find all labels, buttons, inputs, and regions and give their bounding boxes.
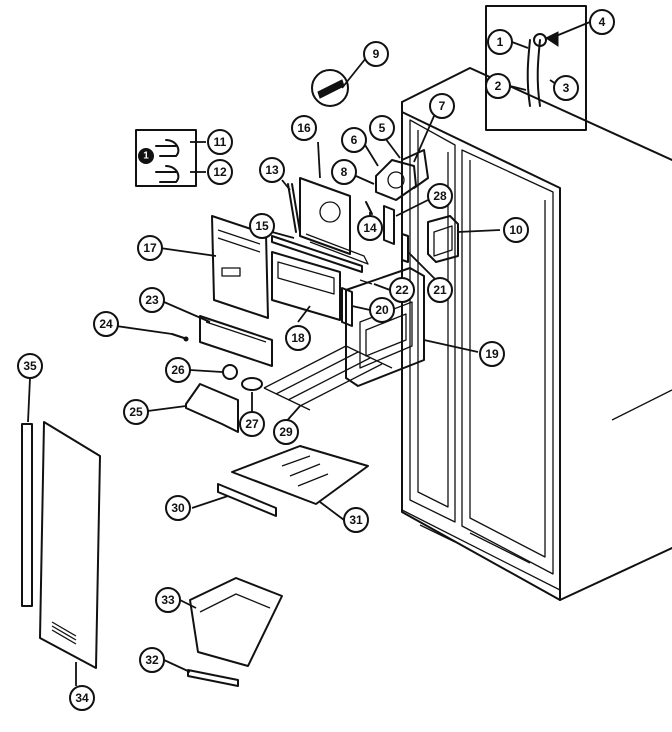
fan-shroud xyxy=(185,383,239,433)
callout-label-1: 1 xyxy=(497,35,504,49)
shelf-trim xyxy=(217,483,277,517)
clip-part xyxy=(365,201,373,215)
fan-motor xyxy=(222,364,263,391)
callout-29: 29 xyxy=(273,419,299,445)
callout-label-7: 7 xyxy=(439,99,446,113)
callout-label-13: 13 xyxy=(265,163,279,177)
callout-12: 12 xyxy=(207,159,233,185)
callout-label-23: 23 xyxy=(145,293,159,307)
motor-assembly xyxy=(375,149,429,201)
callout-label-10: 10 xyxy=(509,223,523,237)
callout-9: 9 xyxy=(363,41,389,67)
callout-label-3: 3 xyxy=(563,81,570,95)
callout-10: 10 xyxy=(503,217,529,243)
callout-2: 2 xyxy=(485,73,511,99)
callout-3: 3 xyxy=(553,75,579,101)
mounting-bracket xyxy=(299,177,369,265)
callout-6: 6 xyxy=(341,127,367,153)
callout-label-6: 6 xyxy=(351,133,358,147)
callout-label-33: 33 xyxy=(161,593,175,607)
callout-label-4: 4 xyxy=(599,15,606,29)
cover-panel xyxy=(211,215,269,319)
bracket-28 xyxy=(383,205,395,245)
callout-8: 8 xyxy=(331,159,357,185)
callout-label-12: 12 xyxy=(213,165,227,179)
callout-21: 21 xyxy=(427,277,453,303)
callout-34: 34 xyxy=(69,685,95,711)
refrigerator-cabinet xyxy=(401,67,672,601)
callout-14: 14 xyxy=(357,215,383,241)
callout-label-5: 5 xyxy=(379,121,386,135)
callout-17: 17 xyxy=(137,235,163,261)
callout-5: 5 xyxy=(369,115,395,141)
callout-22: 22 xyxy=(389,277,415,303)
inset-marker-label: 1 xyxy=(143,151,149,162)
callout-label-34: 34 xyxy=(75,691,89,705)
callout-label-21: 21 xyxy=(433,283,447,297)
callout-24: 24 xyxy=(93,311,119,337)
bin-strip xyxy=(187,669,239,687)
callout-13: 13 xyxy=(259,157,285,183)
callout-18: 18 xyxy=(285,325,311,351)
dispenser-box xyxy=(427,215,459,263)
bracket-plate xyxy=(199,315,273,367)
callout-32: 32 xyxy=(139,647,165,673)
callout-label-9: 9 xyxy=(373,47,380,61)
callout-label-15: 15 xyxy=(255,219,269,233)
callout-label-31: 31 xyxy=(349,513,363,527)
callout-28: 28 xyxy=(427,183,453,209)
callout-label-25: 25 xyxy=(129,405,143,419)
callout-label-18: 18 xyxy=(291,331,305,345)
callout-label-29: 29 xyxy=(279,425,293,439)
callouts: 1 2 3 4 5 6 7 8 9 10 11 12 13 14 15 16 1… xyxy=(17,9,615,711)
rod-part xyxy=(287,183,301,233)
trim-strip xyxy=(21,423,33,607)
back-cover-panel xyxy=(39,421,101,669)
callout-25: 25 xyxy=(123,399,149,425)
inset-marker: 1 xyxy=(138,148,154,164)
shelf-rails xyxy=(263,345,393,411)
callout-label-22: 22 xyxy=(395,283,409,297)
callout-15: 15 xyxy=(249,213,275,239)
callout-label-32: 32 xyxy=(145,653,159,667)
callout-label-28: 28 xyxy=(433,189,447,203)
callout-23: 23 xyxy=(139,287,165,313)
screw xyxy=(171,333,189,342)
callout-16: 16 xyxy=(291,115,317,141)
callout-label-2: 2 xyxy=(495,79,502,93)
strip-part xyxy=(271,235,363,273)
callout-31: 31 xyxy=(343,507,369,533)
callout-label-17: 17 xyxy=(143,241,157,255)
callout-30: 30 xyxy=(165,495,191,521)
callout-label-20: 20 xyxy=(375,303,389,317)
inset-valve-detail xyxy=(485,5,587,131)
callout-20: 20 xyxy=(369,297,395,323)
callout-19: 19 xyxy=(479,341,505,367)
ice-bin xyxy=(189,577,283,667)
callout-label-11: 11 xyxy=(214,135,227,149)
callout-7: 7 xyxy=(429,93,455,119)
callout-35: 35 xyxy=(17,353,43,379)
callout-27: 27 xyxy=(239,411,265,437)
tray-part xyxy=(271,251,341,321)
callout-label-30: 30 xyxy=(171,501,185,515)
callout-33: 33 xyxy=(155,587,181,613)
callout-label-19: 19 xyxy=(485,347,499,361)
callout-label-27: 27 xyxy=(245,417,259,431)
callout-label-35: 35 xyxy=(23,359,37,373)
callout-label-24: 24 xyxy=(99,317,113,331)
callout-4: 4 xyxy=(589,9,615,35)
callout-11: 11 xyxy=(207,129,233,155)
callout-1: 1 xyxy=(487,29,513,55)
callout-label-16: 16 xyxy=(297,121,311,135)
callout-label-14: 14 xyxy=(363,221,377,235)
callout-26: 26 xyxy=(165,357,191,383)
leader-lines xyxy=(27,21,591,686)
small-parts-20-22 xyxy=(341,233,409,327)
callout-label-8: 8 xyxy=(341,165,348,179)
callout-label-26: 26 xyxy=(171,363,185,377)
glass-shelf xyxy=(231,445,369,505)
